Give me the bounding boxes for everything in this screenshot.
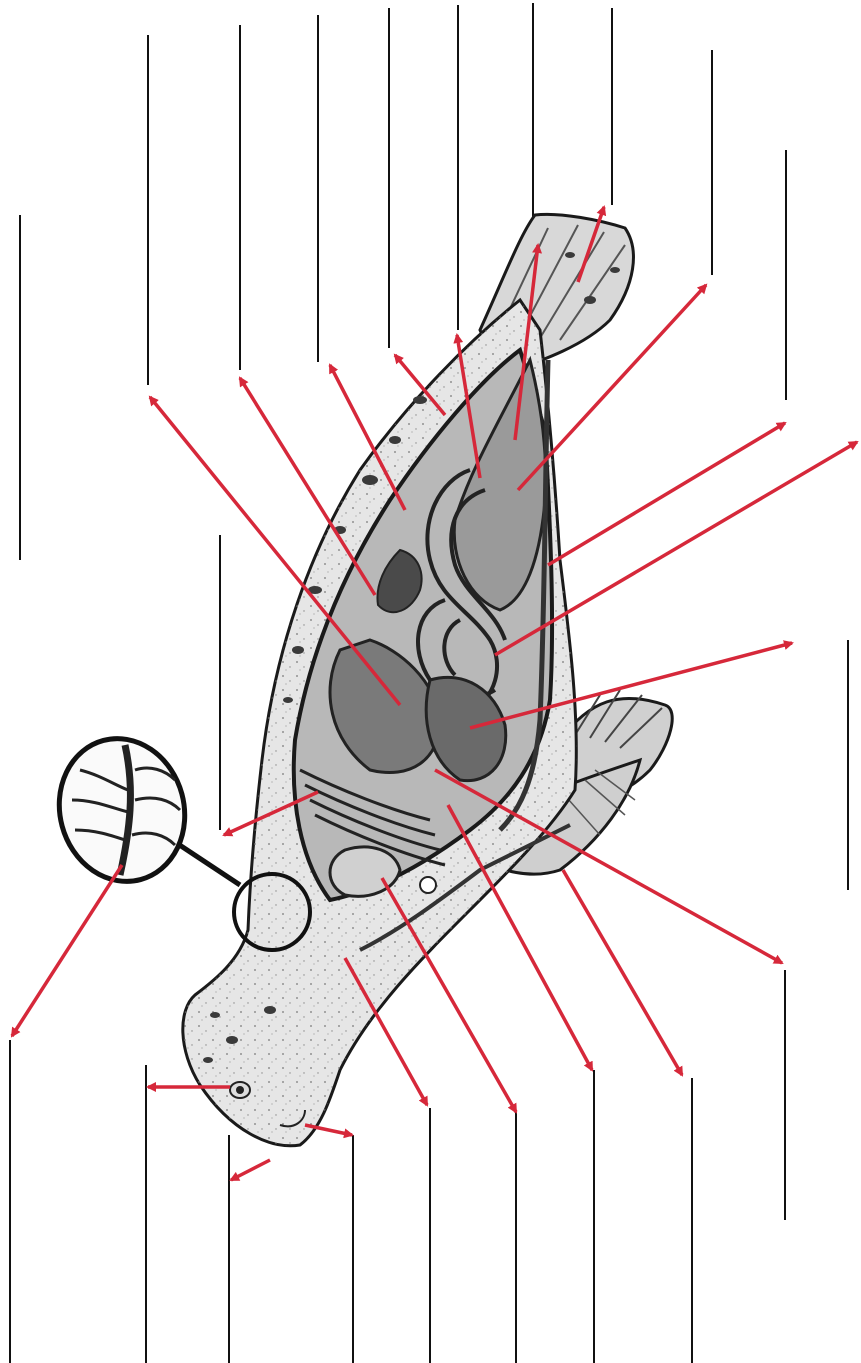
pointer-arrow — [231, 1160, 270, 1180]
pointer-arrow — [12, 865, 122, 1036]
fish-illustration — [183, 214, 672, 1145]
pointer-arrow — [548, 423, 785, 565]
pointer-arrow — [563, 870, 682, 1075]
heart-chamber — [420, 877, 436, 893]
gill-detail-inset — [43, 724, 240, 895]
